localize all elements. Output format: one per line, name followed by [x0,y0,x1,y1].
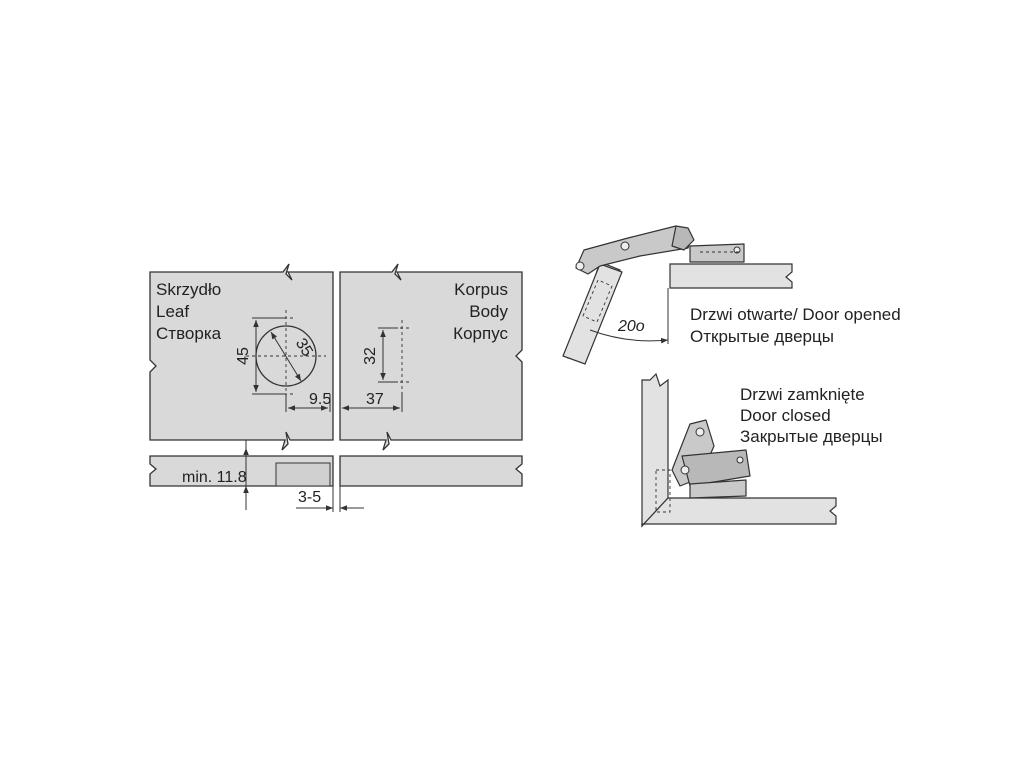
dim-cup-offset: 9.5 [309,391,331,408]
leaf-label-pl: Skrzydło [156,280,221,299]
dim-plate-offset: 37 [366,391,384,408]
dim-cup-height: 45 [235,347,252,365]
opening-angle: 20o [617,318,645,335]
door-closed-caption-ru: Закрытые дверцы [740,427,883,446]
door-closed-caption-pl: Drzwi zamknięte [740,385,865,404]
door-opened-view [562,225,793,365]
dim-gap: 3-5 [298,489,321,506]
dim-min-thickness: min. 11.8 [182,469,247,486]
door-opened-caption: Drzwi otwarte/ Door opened [690,305,901,324]
body-panel [339,263,523,451]
dim-cup-diameter: 35 [292,336,316,360]
leaf-panel [149,263,334,451]
leaf-label-en: Leaf [156,302,189,321]
dim-plate-height: 32 [362,347,379,365]
door-closed-view [641,372,837,528]
door-opened-caption-ru: Открытые дверцы [690,327,834,346]
body-label-en: Body [469,302,508,321]
section-view [149,440,523,512]
leaf-label-ru: Створка [156,324,222,343]
body-label-ru: Корпус [453,324,508,343]
door-closed-caption-en: Door closed [740,406,831,425]
body-label-pl: Korpus [454,280,508,299]
